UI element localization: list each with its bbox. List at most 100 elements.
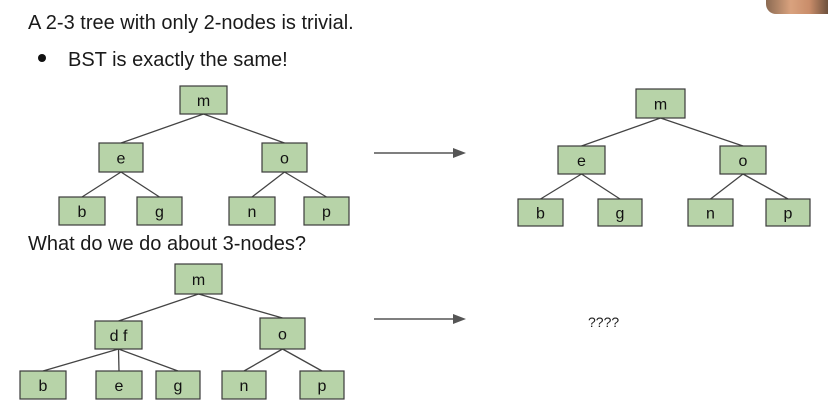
tree-node-label: p xyxy=(784,206,793,223)
tree-edge-m-e xyxy=(120,113,204,144)
tree-edge-e-g xyxy=(581,173,621,200)
tree-node-label: b xyxy=(78,204,87,221)
tree-edge-o-p xyxy=(282,348,323,372)
tree-node-label: m xyxy=(197,93,210,110)
tree-node-box xyxy=(259,317,306,350)
tree-node-m: m xyxy=(174,263,223,295)
tree-edge-m-e xyxy=(581,117,661,147)
tree-node-label: o xyxy=(739,153,748,170)
tree-node-label: b xyxy=(39,378,48,395)
tree-node-box xyxy=(557,145,606,175)
tree-3node-23: m d f o b e g n p xyxy=(19,263,345,400)
tree-node-box xyxy=(95,370,143,400)
tree-node-n: n xyxy=(687,198,734,227)
tree-node-o: o xyxy=(261,142,308,173)
tree-node-label: p xyxy=(322,204,331,221)
tree-node-p: p xyxy=(303,196,350,226)
tree-node-b: b xyxy=(58,196,106,226)
tree-node-box xyxy=(98,142,144,173)
tree-node-e: e xyxy=(95,370,143,400)
tree-node-box xyxy=(155,370,201,400)
tree-node-box xyxy=(303,196,350,226)
tree-node-box xyxy=(635,88,686,119)
tree-node-label: g xyxy=(616,206,625,223)
bullet-item: BST is exactly the same! xyxy=(38,47,288,73)
tree-node-label: m xyxy=(192,272,205,289)
tree-node-label: m xyxy=(654,97,667,114)
tree-edge-e-g xyxy=(120,171,160,198)
tree-node-g: g xyxy=(136,196,183,226)
tree-node-o: o xyxy=(259,317,306,350)
tree-edge-df-e xyxy=(117,348,120,372)
tree-node-label: g xyxy=(174,378,183,395)
arrow-head xyxy=(453,314,466,324)
tree-node-label: n xyxy=(240,378,249,395)
transform-arrow-top xyxy=(374,148,466,158)
tree-node-p: p xyxy=(765,198,811,227)
tree-node-label: p xyxy=(318,378,327,395)
tree-2node-23: m e o b g n p xyxy=(58,85,350,226)
tree-edge-o-n xyxy=(710,173,744,200)
tree-node-box xyxy=(687,198,734,227)
tree-node-label: b xyxy=(536,206,545,223)
tree-node-o: o xyxy=(719,145,767,175)
tree-node-g: g xyxy=(597,198,643,227)
tree-edge-e-b xyxy=(81,171,122,198)
tree-node-box xyxy=(19,370,67,400)
tree-node-n: n xyxy=(228,196,276,226)
tree-node-label: o xyxy=(278,327,287,344)
tree-node-label: e xyxy=(117,151,126,168)
tree-edge-m-o xyxy=(203,113,285,144)
slide-heading: A 2-3 tree with only 2-nodes is trivial. xyxy=(28,12,354,34)
tree-node-label: n xyxy=(248,204,257,221)
unknown-result-text: ???? xyxy=(588,314,620,330)
tree-edge-m-df xyxy=(118,293,199,322)
arrow-head xyxy=(453,148,466,158)
question-text: What do we do about 3-nodes? xyxy=(28,233,306,255)
tree-node-box xyxy=(58,196,106,226)
tree-edge-o-n xyxy=(251,171,285,198)
tree-node-box xyxy=(299,370,345,400)
tree-node-label: e xyxy=(577,153,586,170)
bullet-text: BST is exactly the same! xyxy=(68,49,288,71)
tree-node-box xyxy=(597,198,643,227)
tree-node-m: m xyxy=(635,88,686,119)
tree-node-g: g xyxy=(155,370,201,400)
tree-2node-bst: m e o b g n p xyxy=(517,88,811,227)
tree-node-b: b xyxy=(517,198,564,227)
tree-node-label: o xyxy=(280,151,289,168)
tree-node-box xyxy=(94,320,143,350)
tree-node-box xyxy=(136,196,183,226)
tree-node-label: g xyxy=(155,204,164,221)
presenter-webcam-thumbnail xyxy=(766,0,828,14)
tree-node-n: n xyxy=(221,370,267,400)
tree-node-e: e xyxy=(557,145,606,175)
tree-edge-o-n xyxy=(243,348,283,372)
tree-node-box xyxy=(179,85,228,115)
tree-node-m: m xyxy=(179,85,228,115)
tree-edge-m-o xyxy=(198,293,283,319)
bullet-dot xyxy=(38,54,46,62)
tree-node-b: b xyxy=(19,370,67,400)
tree-node-label: e xyxy=(115,378,124,395)
tree-node-box xyxy=(261,142,308,173)
tree-node-df: d f xyxy=(94,320,143,350)
tree-node-box xyxy=(719,145,767,175)
tree-edge-e-b xyxy=(540,173,582,200)
tree-edge-df-g xyxy=(118,348,179,372)
tree-node-box xyxy=(765,198,811,227)
tree-node-box xyxy=(174,263,223,295)
tree-edge-o-p xyxy=(284,171,327,198)
tree-node-label: n xyxy=(706,206,715,223)
transform-arrow-bottom xyxy=(374,314,466,324)
tree-node-box xyxy=(517,198,564,227)
tree-edge-df-b xyxy=(42,348,119,372)
tree-node-label: d f xyxy=(110,328,128,345)
tree-node-e: e xyxy=(98,142,144,173)
tree-node-box xyxy=(221,370,267,400)
tree-edge-o-p xyxy=(742,173,789,200)
tree-node-box xyxy=(228,196,276,226)
tree-node-p: p xyxy=(299,370,345,400)
tree-edge-m-o xyxy=(660,117,744,147)
